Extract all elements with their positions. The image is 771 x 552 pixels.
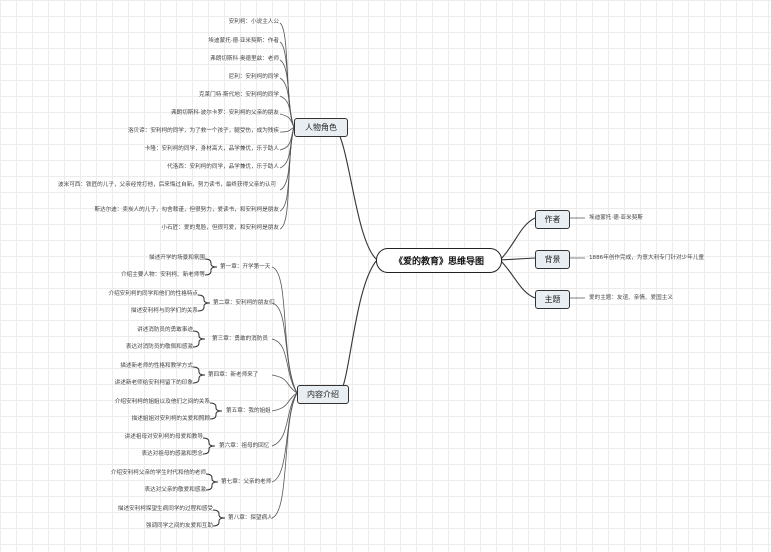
character-item: 安利柯：小说主人公 xyxy=(228,19,279,25)
theme-node[interactable]: 主题 xyxy=(535,290,570,309)
chapter-point: 讲述新老师给安利柯留下的印象 xyxy=(114,380,193,386)
character-item: 弗朗切斯科·波尔卡罗：安利柯的父亲的朋友 xyxy=(170,110,279,116)
chapter-point: 介绍安利柯父亲的学生时代和他的老师 xyxy=(110,470,206,476)
chapter-title: 第八章：探望病人 xyxy=(228,515,273,521)
root-node[interactable]: 《爱的教育》思维导图 xyxy=(376,248,502,273)
character-item: 斯达尔迪：卖炭人的儿子，勾舍裁谨，但很努力，爱读书，和安利柯是朋友 xyxy=(94,207,279,213)
characters-node[interactable]: 人物角色 xyxy=(294,118,348,137)
chapter-point: 表达对消防员的敬佩和感激 xyxy=(125,344,193,350)
character-item: 波米可西：铁匠的儿子，父亲经常打他，后来悔过自新，努力读书，最终获得父亲的认可 xyxy=(58,182,277,188)
chapter-point: 介绍主要人物：安利柯、新老师等 xyxy=(121,272,205,278)
chapter-point: 介绍安利柯的姐姐以及他们之间的关系 xyxy=(114,399,210,405)
chapter-title: 第六章：祖母的回忆 xyxy=(219,443,270,449)
character-item: 洛贝谛：安利柯的同学，为了救一个孩子，腿受伤，成为残疾 xyxy=(127,128,279,134)
author-node[interactable]: 作者 xyxy=(535,210,570,229)
character-item: 埃迪蒙托·德·亚米契斯：作者 xyxy=(208,38,279,44)
chapter-title: 第五章：我的姐姐 xyxy=(226,408,271,414)
chapter-title: 第四章：新老师来了 xyxy=(208,372,259,378)
chapter-point: 表达对祖母的感激和思念 xyxy=(141,451,203,457)
chapter-point: 讲述祖母对安利柯的母爱和教导 xyxy=(124,434,203,440)
character-item: 克莱门特·斯代地：安利柯的同学 xyxy=(198,92,279,98)
chapter-title: 第七章：父亲的老师 xyxy=(221,479,272,485)
chapter-point: 表达对父亲的敬爱和感激 xyxy=(144,487,206,493)
chapter-point: 描述姐姐对安利柯的关爱和照顾 xyxy=(131,416,210,422)
chapter-point: 描述新老师的性格和教学方式 xyxy=(120,363,193,369)
chapter-title: 第二章：安利柯的朋友们 xyxy=(213,300,275,306)
chapter-title: 第一章：开学第一天 xyxy=(220,264,271,270)
character-item: 卡隆：安利柯的同学，身材高大，品学兼优，乐于助人 xyxy=(144,146,279,152)
content-node[interactable]: 内容介绍 xyxy=(297,385,349,404)
chapter-point: 讲述消防员的勇敢事迹 xyxy=(137,327,193,333)
chapter-title: 第三章：勇敢的消防员 xyxy=(212,336,268,342)
character-item: 尼利：安利柯的同学 xyxy=(228,74,279,80)
link-root-theme xyxy=(499,259,536,299)
link-root-content xyxy=(339,259,378,394)
chapter-point: 介绍安利柯的同学和他们的性格特点 xyxy=(108,291,198,297)
chapter-point: 描述开学的场景和氛围 xyxy=(149,255,205,261)
character-item: 弗朗切斯科·奥德里兹：老师 xyxy=(210,56,279,62)
link-root-characters xyxy=(334,126,378,261)
author-detail: 埃迪蒙托·德·亚米契斯 xyxy=(589,215,643,221)
chapter-point: 强调同学之间的友爱和互助 xyxy=(145,523,213,529)
background-node[interactable]: 背景 xyxy=(535,250,570,269)
link-root-background xyxy=(499,257,536,261)
link-root-author xyxy=(499,217,536,261)
background-detail: 1886年创作完成，为意大利专门针对少年儿童 xyxy=(589,255,704,261)
chapter-point: 描述安利柯探望生病同学的过程和感受 xyxy=(117,506,213,512)
character-item: 小石匠：爱的鬼脸，但很可爱，和安利柯是朋友 xyxy=(161,225,279,231)
theme-detail: 爱的主题：友谊、亲情、爱国主义 xyxy=(589,295,673,301)
character-item: 代洛西：安利柯的同学，品学兼优，乐于助人 xyxy=(167,164,279,170)
chapter-point: 描述安利柯与同学们的关系 xyxy=(130,308,198,314)
